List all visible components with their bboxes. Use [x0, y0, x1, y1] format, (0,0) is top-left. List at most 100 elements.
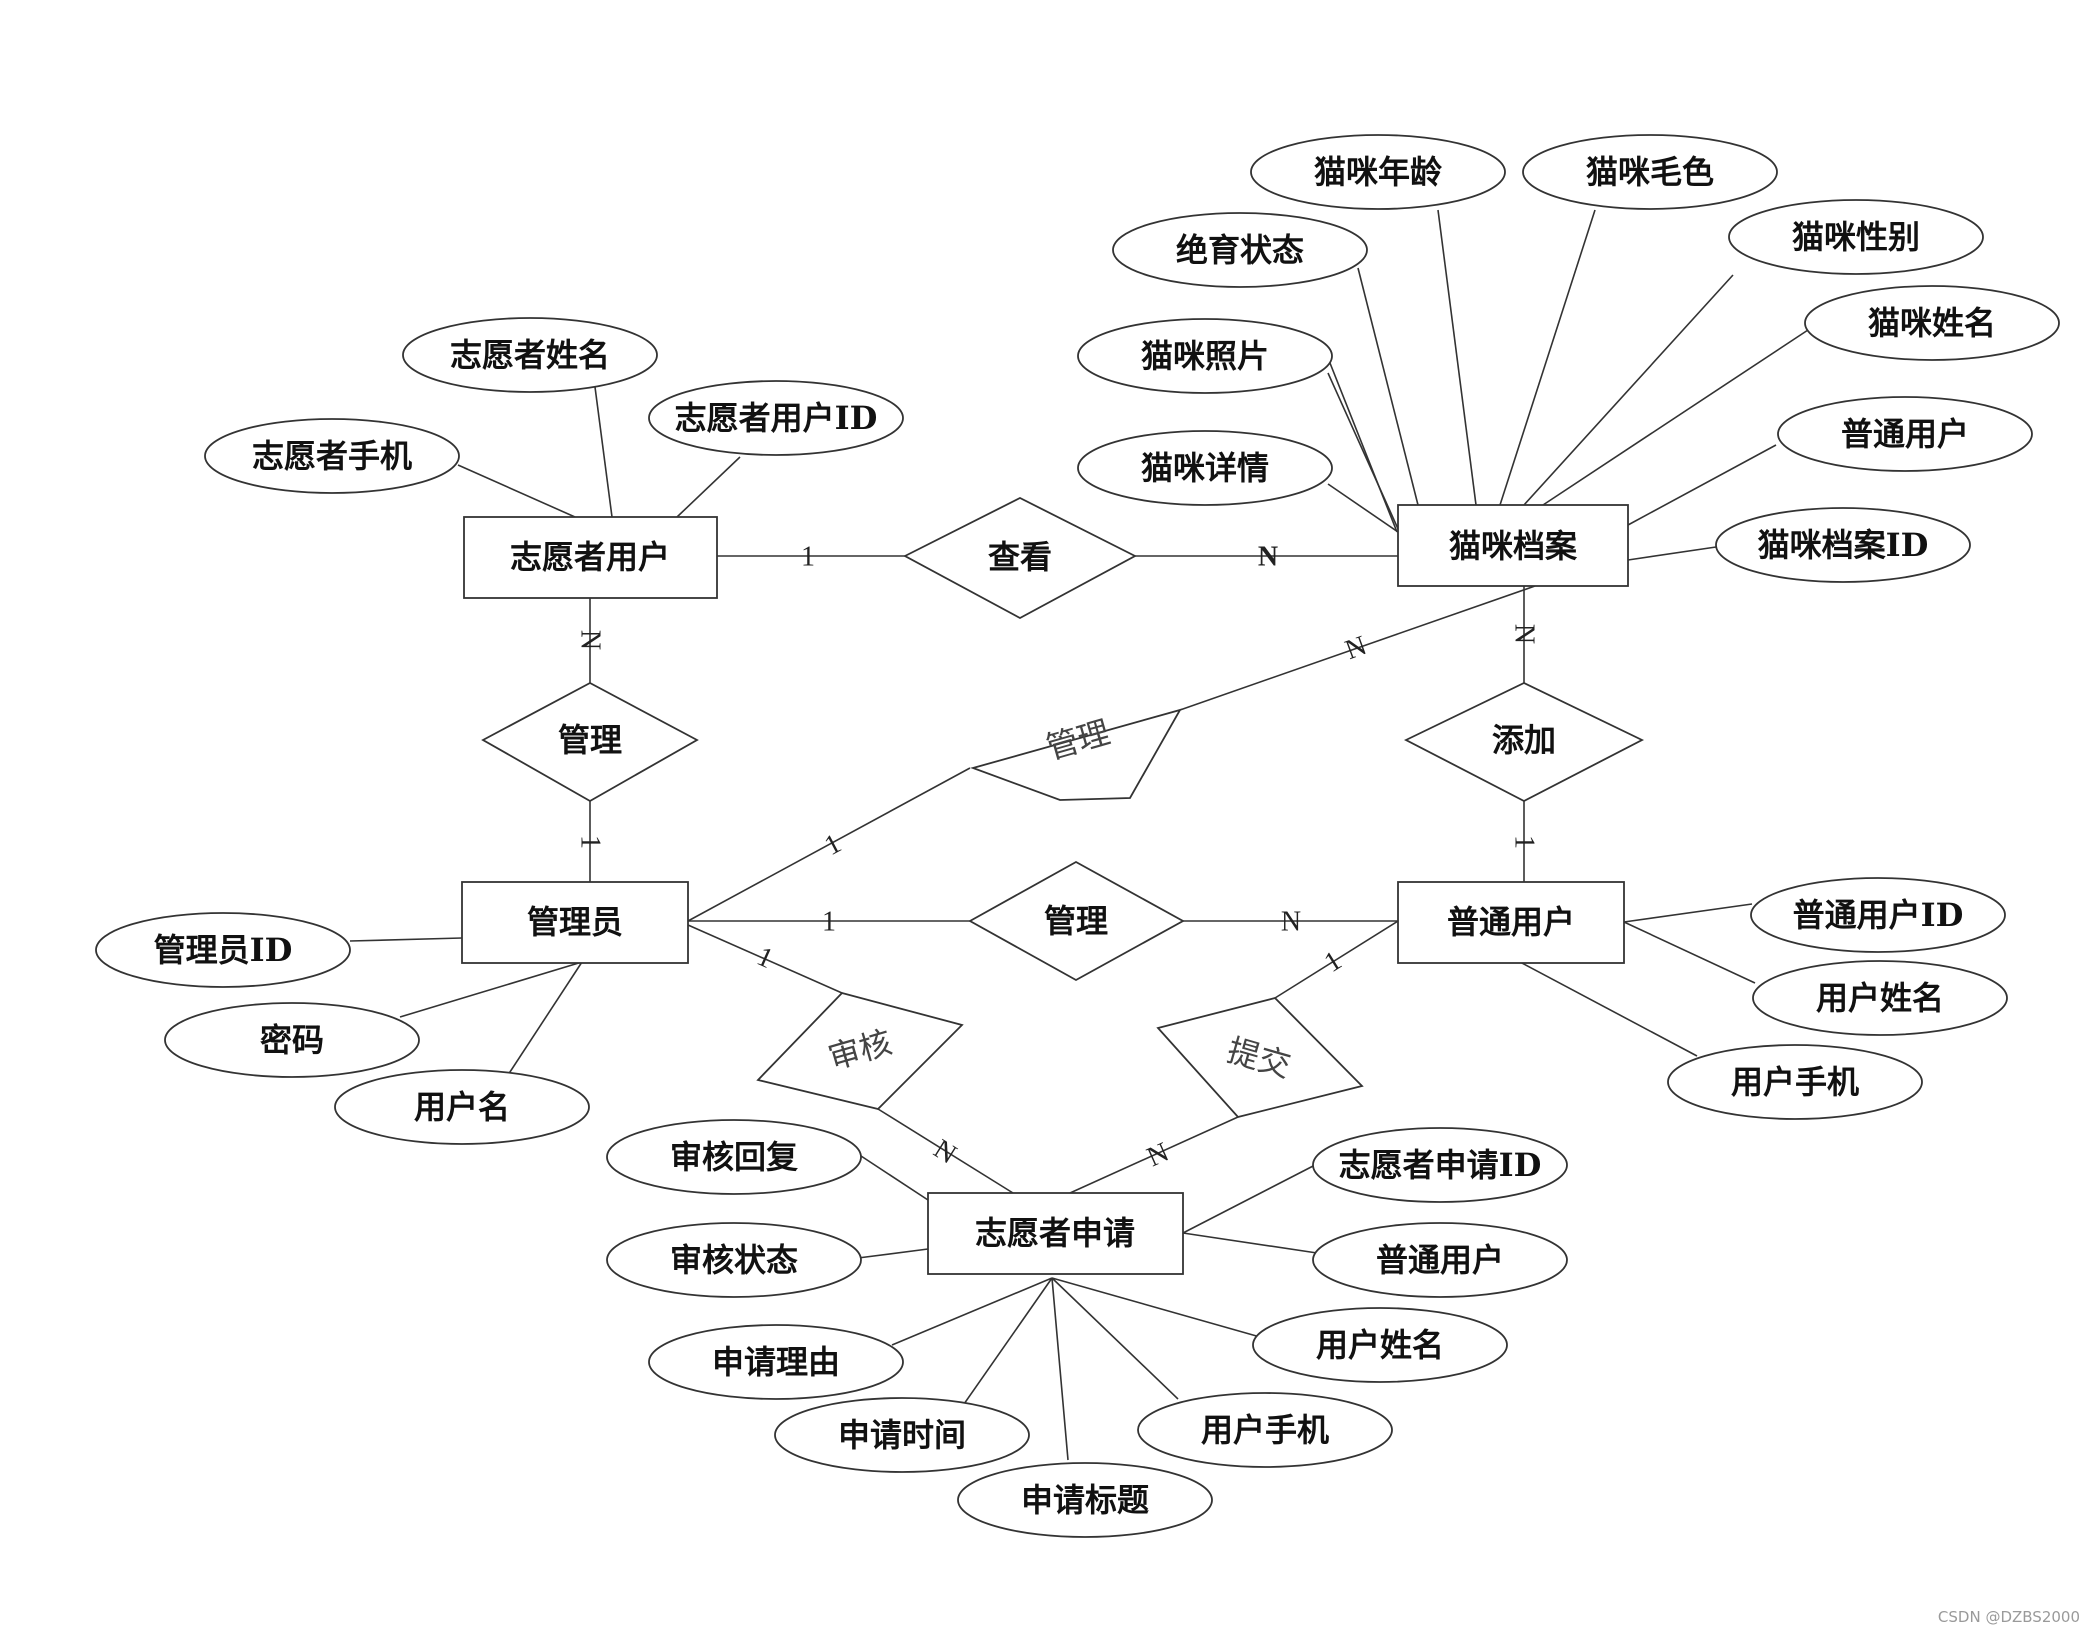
attr-line	[1182, 1232, 1318, 1254]
card-volunteer-manage: N	[575, 630, 606, 650]
attr-cat-owner-label: 普通用户	[1841, 415, 1969, 453]
card-view-cat: N	[1258, 542, 1278, 573]
attr-apply-reason	[648, 1324, 904, 1400]
attr-app-regular-user	[1312, 1222, 1568, 1298]
attr-volunteer-phone-label: 志愿者手机	[252, 437, 412, 475]
entity-admin-label: 管理员	[527, 903, 623, 941]
attr-line	[1627, 546, 1717, 561]
rel-manage-volunteer	[481, 681, 699, 803]
attr-line	[1327, 357, 1398, 533]
entity-volunteer-user-label: 志愿者用户	[510, 538, 670, 576]
attr-app-user-name-label: 用户姓名	[1316, 1326, 1444, 1364]
attr-line	[1327, 483, 1399, 533]
rel-review	[756, 991, 964, 1110]
link-cat-manage	[1179, 585, 1536, 711]
attr-line	[857, 1248, 929, 1259]
attr-volunteer-user-id	[648, 380, 904, 456]
attr-apply-title	[957, 1462, 1213, 1538]
attr-line	[1542, 329, 1809, 506]
attr-user-name-label: 用户姓名	[1816, 979, 1944, 1017]
attr-app-user-name	[1252, 1307, 1508, 1383]
entity-admin	[461, 881, 689, 964]
attr-cat-profile-id	[1715, 507, 1971, 583]
attr-cat-age	[1250, 134, 1506, 210]
attr-app-regular-user-label: 普通用户	[1376, 1241, 1504, 1279]
link-submit-app	[1069, 1116, 1239, 1194]
attr-cat-owner	[1777, 396, 2033, 472]
entity-cat-profile-label: 猫咪档案	[1449, 527, 1578, 565]
attr-volunteer-phone	[204, 418, 460, 494]
card-submit-app: N	[1142, 1137, 1173, 1174]
attr-review-status-label: 审核状态	[670, 1241, 798, 1279]
rel-add	[1403, 682, 1645, 803]
watermark: CSDN @DZBS2000	[1938, 1608, 2080, 1626]
attr-line	[963, 1277, 1053, 1405]
card-volunteer-view: 1	[801, 542, 815, 573]
attr-admin-id	[95, 912, 351, 988]
attr-password	[164, 1002, 420, 1078]
attr-apply-time-label: 申请时间	[838, 1416, 966, 1454]
entity-regular-user	[1397, 881, 1625, 964]
attr-cat-name-label: 猫咪姓名	[1868, 304, 1996, 342]
entity-volunteer-application	[927, 1192, 1184, 1275]
attr-admin-id-label: 管理员ID	[154, 931, 293, 969]
attr-line	[594, 386, 613, 518]
attr-volunteer-name	[402, 317, 658, 393]
attr-cat-photo	[1077, 318, 1333, 394]
entity-volunteer-application-label: 志愿者申请	[975, 1214, 1135, 1252]
attr-line	[1327, 372, 1400, 532]
attr-line	[457, 464, 576, 518]
card-cat-manage: N	[1341, 630, 1371, 666]
entity-regular-user-label: 普通用户	[1447, 903, 1575, 941]
rel-view	[903, 496, 1137, 620]
attr-user-phone-label: 用户手机	[1731, 1063, 1859, 1101]
attr-cat-profile-id-label: 猫咪档案ID	[1758, 526, 1929, 564]
attr-line	[676, 456, 741, 518]
card-manage-user: N	[1281, 907, 1301, 938]
attr-application-id-label: 志愿者申请ID	[1339, 1146, 1542, 1184]
attr-line	[1051, 1277, 1069, 1461]
link-user-submit	[1274, 920, 1399, 999]
entity-cat-profile	[1397, 504, 1629, 587]
attr-review-reply	[606, 1119, 862, 1195]
attr-cat-details	[1077, 430, 1333, 506]
attr-cat-gender-label: 猫咪性别	[1792, 218, 1920, 256]
link-review-app	[877, 1108, 1014, 1194]
attr-user-phone	[1667, 1044, 1923, 1120]
attr-username-label: 用户名	[414, 1088, 510, 1126]
card-user-submit: 1	[1319, 945, 1347, 979]
attr-apply-reason-label: 申请理由	[712, 1343, 840, 1381]
attr-line	[891, 1277, 1053, 1346]
attr-app-user-phone	[1137, 1392, 1393, 1468]
attr-review-status	[606, 1222, 862, 1298]
rel-add-label: 添加	[1492, 721, 1556, 759]
attr-cat-details-label: 猫咪详情	[1141, 449, 1269, 487]
rel-manage-user	[968, 860, 1185, 982]
attr-apply-title-label: 申请标题	[1021, 1481, 1149, 1519]
rel-manage-user-label: 管理	[1044, 902, 1108, 940]
attr-password-label: 密码	[260, 1021, 324, 1059]
attr-line	[399, 961, 583, 1018]
attr-cat-gender	[1728, 199, 1984, 275]
attr-cat-age-label: 猫咪年龄	[1314, 153, 1442, 191]
card-manage-admin: 1	[575, 835, 606, 849]
attr-line	[1051, 1277, 1261, 1338]
attr-app-user-phone-label: 用户手机	[1201, 1411, 1329, 1449]
attr-line	[1519, 961, 1698, 1057]
attr-review-reply-label: 审核回复	[670, 1138, 798, 1176]
attr-line	[1051, 1277, 1179, 1400]
attr-apply-time	[774, 1397, 1030, 1473]
attr-user-id-label: 普通用户ID	[1793, 896, 1964, 934]
attr-line	[1523, 274, 1734, 506]
attr-cat-color-label: 猫咪毛色	[1586, 153, 1714, 191]
attr-line	[1182, 1163, 1318, 1234]
attr-volunteer-user-id-label: 志愿者用户ID	[675, 399, 878, 437]
rel-submit	[1156, 996, 1364, 1119]
attr-user-name	[1752, 960, 2008, 1036]
attr-line	[1627, 444, 1777, 526]
card-admin-manage-user: 1	[822, 907, 836, 938]
link-admin-review	[687, 924, 843, 994]
attr-line	[1437, 209, 1477, 506]
attr-neuter-status	[1112, 212, 1368, 288]
